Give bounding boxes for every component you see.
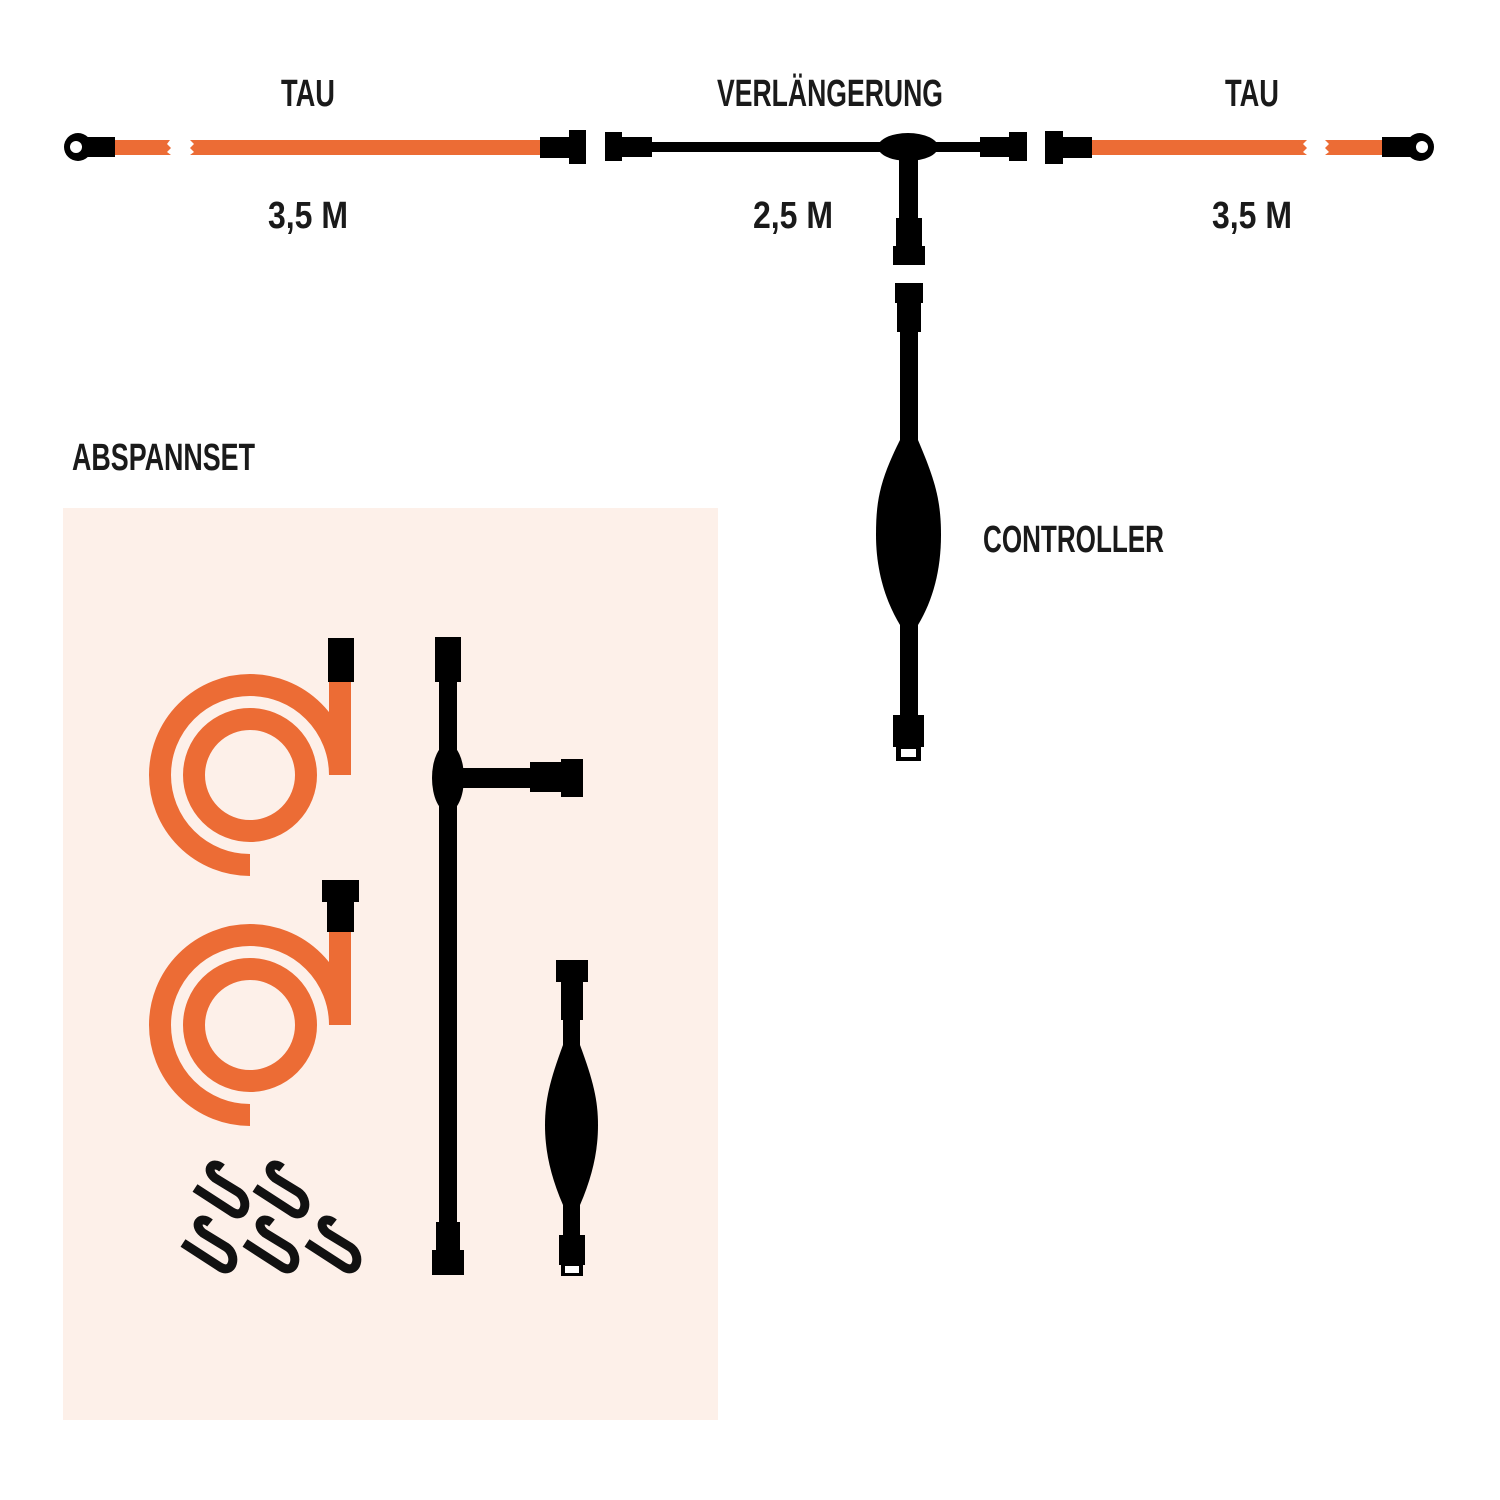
set-panel [63,508,718,1420]
tau-left-label: TAU [281,73,335,115]
s-hook [304,1215,362,1274]
tau-right-label: TAU [1225,73,1279,115]
set-controller [545,960,598,1276]
tau-right-rope [1045,131,1434,164]
tau-left-rope [64,130,586,164]
set-extension-cable [432,637,583,1275]
s-hook [252,1160,310,1219]
extension-length: 2,5 M [753,195,833,237]
s-hook [180,1215,238,1274]
extension-label: VERLÄNGERUNG [717,72,943,115]
tau-right-length: 3,5 M [1212,195,1292,237]
controller-label: CONTROLLER [983,519,1164,561]
s-hooks [180,1160,362,1274]
coiled-rope-2 [149,880,359,1126]
set-label: ABSPANNSET [72,437,255,479]
s-hook [242,1215,300,1274]
controller [876,283,941,761]
s-hook [192,1160,250,1219]
extension-cable [605,132,1027,265]
coiled-rope-1 [149,638,354,876]
tau-left-length: 3,5 M [268,195,348,237]
